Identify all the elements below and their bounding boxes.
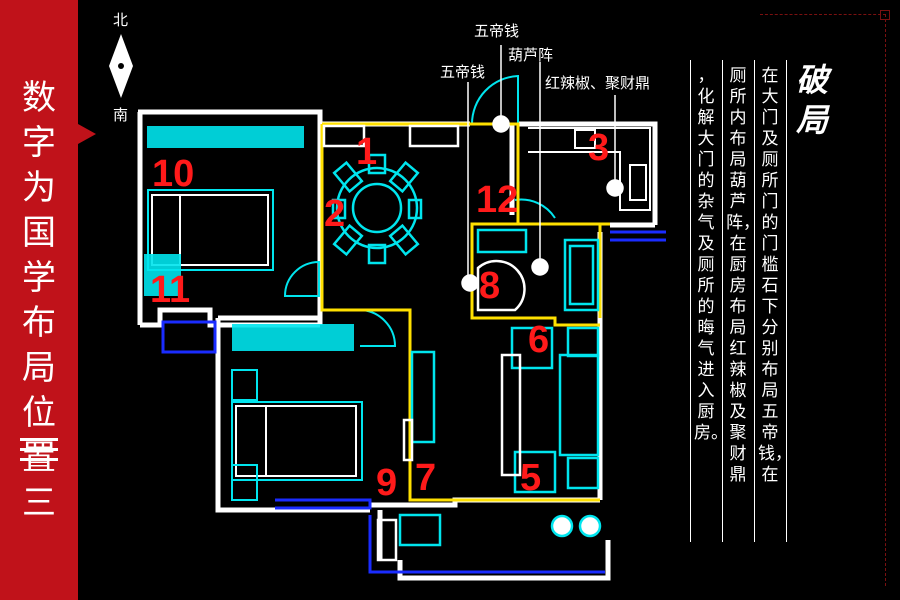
sidebar-arrow-icon — [78, 124, 96, 144]
kitchen-fixtures — [528, 127, 651, 211]
panel-text-column: ，化解大门的杂气及厕所的晦气进入厨房。 — [694, 66, 728, 443]
living-sofa-set — [376, 326, 602, 562]
callout-markers — [461, 45, 624, 292]
room-number: 11 — [150, 269, 190, 311]
sidebar-decor-lines — [20, 438, 58, 468]
bedroom-furniture — [144, 126, 363, 501]
room-number: 5 — [520, 457, 541, 499]
frame-corner-icon — [880, 10, 890, 20]
room-number: 7 — [415, 457, 436, 499]
callout-wudiqian-top: 五帝钱 — [474, 22, 519, 40]
frame-line — [760, 14, 886, 15]
compass-icon — [109, 34, 133, 98]
room-number: 9 — [376, 462, 397, 504]
compass-north-label: 北 — [113, 11, 128, 29]
floor-plan: 北 南 — [109, 11, 666, 581]
panel-divider — [786, 60, 787, 542]
bathroom-fixtures — [476, 228, 600, 312]
room-number: 1 — [356, 131, 377, 173]
frame-line — [885, 14, 886, 586]
sidebar-panel: 数字为国学布局位置三 — [0, 0, 78, 600]
room-number: 10 — [152, 153, 194, 195]
callout-pepper-ding: 红辣椒、聚财鼎 — [545, 74, 650, 92]
zones — [320, 122, 610, 502]
panel-divider — [754, 60, 755, 542]
room-number: 3 — [588, 127, 609, 169]
panel-text-column: 厕所内布局葫芦阵，在厨房布局红辣椒及聚财鼎 — [726, 66, 760, 485]
callout-wudiqian-left: 五帝钱 — [440, 63, 485, 81]
panel-divider — [690, 60, 691, 542]
windows — [161, 230, 666, 574]
compass-south-label: 南 — [113, 106, 128, 124]
room-number: 8 — [479, 265, 500, 307]
panel-heading: 破局 — [795, 61, 828, 139]
dining-table — [322, 124, 460, 265]
callout-hulu-zhen: 葫芦阵 — [508, 46, 553, 64]
room-number: 2 — [324, 193, 345, 235]
room-number: 6 — [528, 319, 549, 361]
panel-divider — [722, 60, 723, 542]
panel-text-column: 在大门及厕所门的门槛石下分别布局五帝钱，在 — [758, 66, 792, 485]
room-number: 12 — [476, 179, 518, 221]
